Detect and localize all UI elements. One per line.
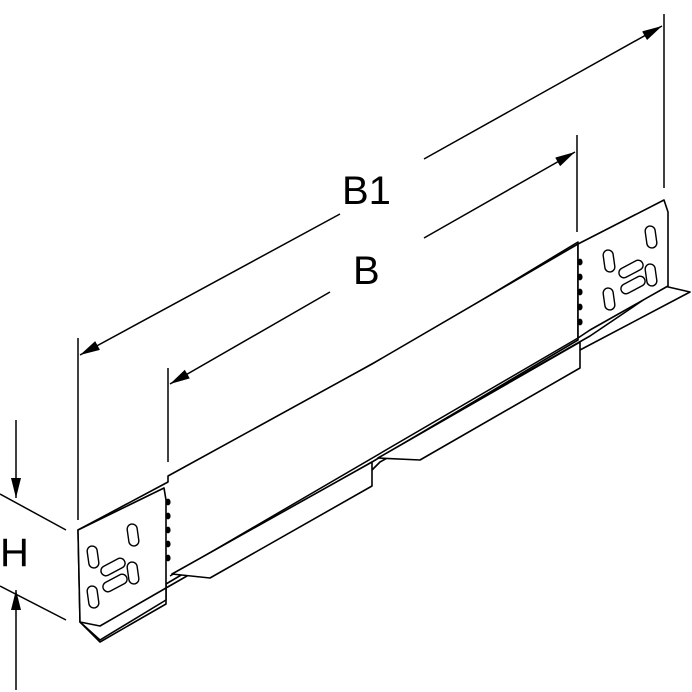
label-h: H: [0, 531, 29, 575]
left-end-plate: [77, 487, 167, 627]
label-b1: B1: [342, 169, 391, 213]
bottom-flange: [79, 285, 691, 643]
right-hole-row: [577, 258, 583, 326]
lower-tab-2: [377, 341, 581, 461]
dimension-b1: [79, 25, 663, 356]
left-hole-row: [165, 498, 171, 562]
main-panel: [77, 243, 579, 641]
label-b: B: [353, 249, 380, 293]
dimension-b: [169, 151, 576, 385]
lower-tab-1: [171, 461, 373, 579]
adapter-plate: [77, 199, 691, 643]
right-slots: [602, 225, 658, 311]
left-slots: [86, 523, 140, 609]
